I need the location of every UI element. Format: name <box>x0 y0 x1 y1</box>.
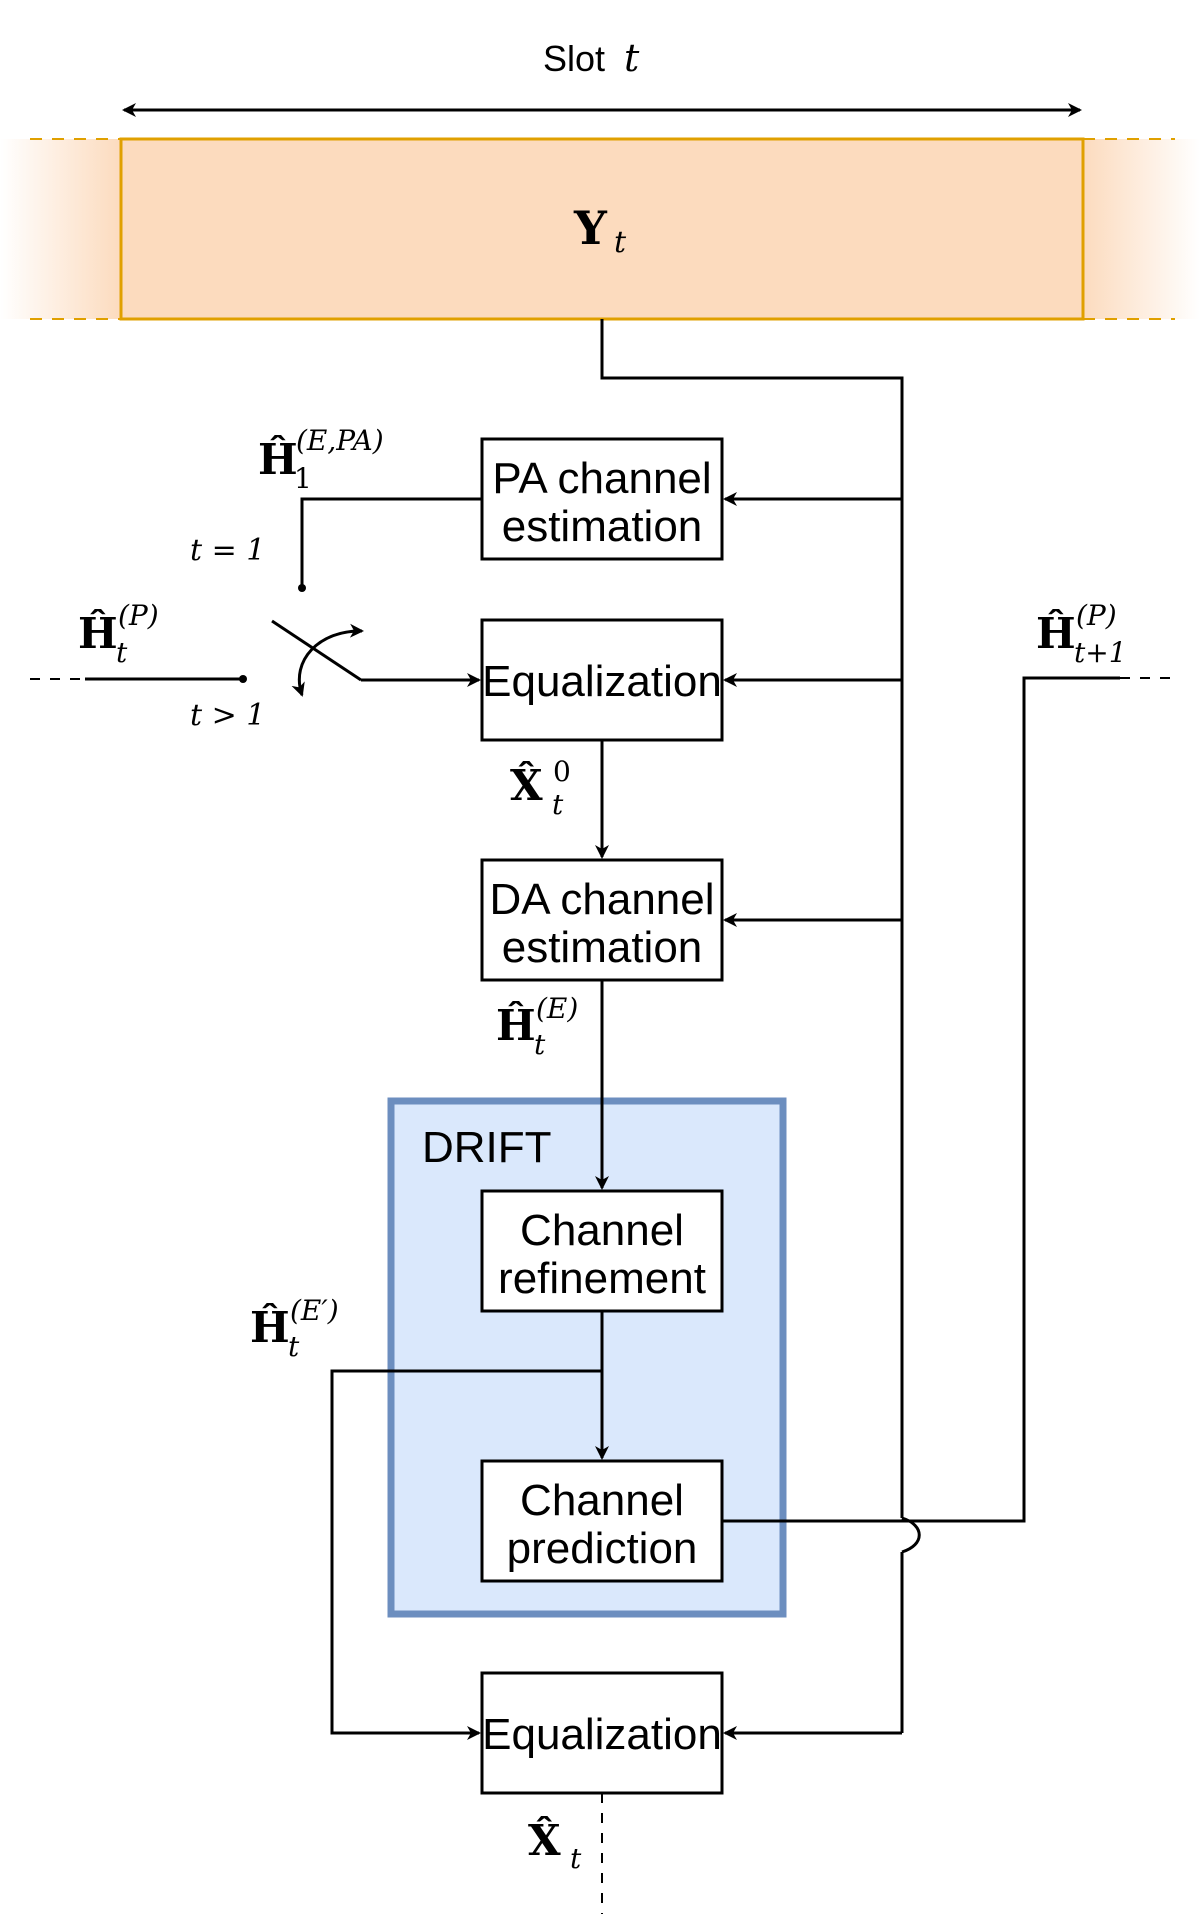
label-h-p-t: Ĥ t (P) <box>78 599 159 669</box>
label-h-eprime-t: Ĥ t (E′) <box>250 1294 339 1363</box>
block-da-channel-estimation: DA channel estimation <box>480 858 724 982</box>
label-h-e-t-sub: t <box>534 1028 546 1061</box>
label-h-e-t-base: Ĥ <box>496 1000 536 1050</box>
switch-rotation-arrow <box>291 623 364 697</box>
block-pa-channel-estimation: PA channel estimation <box>480 437 724 561</box>
refinement-label-line1: Channel <box>520 1206 684 1255</box>
label-h-e-t: Ĥ t (E) <box>496 992 578 1061</box>
prediction-label-line1: Channel <box>520 1476 684 1525</box>
label-h-epa-sub: 1 <box>294 462 312 495</box>
prediction-output-line <box>722 676 1120 1523</box>
slot-variable: t <box>624 36 640 80</box>
label-h-eprime-t-sub: t <box>288 1330 300 1363</box>
equalization-2-label: Equalization <box>482 1710 722 1759</box>
equalization-1-label: Equalization <box>482 657 722 706</box>
label-h-p-t-sub: t <box>116 636 128 669</box>
switch-contact-t1 <box>298 584 306 592</box>
switch-label-t1: t = 1 <box>190 533 265 568</box>
switch-lever <box>271 619 362 682</box>
label-h-p-t1-base: Ĥ <box>1036 608 1076 658</box>
drift-label: DRIFT <box>422 1123 552 1172</box>
label-x-t-sub: t <box>570 1842 582 1875</box>
label-x0-t-sup: 0 <box>553 755 571 788</box>
received-signal-subscript: t <box>614 225 627 260</box>
label-x0-t-base: X̂ <box>510 759 543 810</box>
label-h-p-t-sup: (P) <box>118 599 159 632</box>
refined-estimate-branch <box>330 1369 602 1740</box>
label-h-eprime-t-base: Ĥ <box>250 1302 290 1352</box>
label-h-epa-base: Ĥ <box>258 434 298 484</box>
label-h-e-t-sup: (E) <box>536 992 578 1025</box>
pa-estimation-label-line1: PA channel <box>492 454 711 503</box>
received-signal-symbol: Y <box>573 201 608 255</box>
switch-contact-t-gt-1 <box>239 675 247 683</box>
label-h-p-t1: Ĥ t+1 (P) <box>1036 599 1127 669</box>
refinement-label-line2: refinement <box>498 1254 706 1303</box>
block-channel-refinement: Channel refinement <box>480 1189 724 1313</box>
slot-label: Slot <box>543 38 605 79</box>
label-x0-t: X̂ t 0 <box>510 755 571 821</box>
prediction-label-line2: prediction <box>507 1524 698 1573</box>
pa-estimation-label-line2: estimation <box>502 502 703 551</box>
switch-label-t-gt-1: t > 1 <box>190 698 265 733</box>
label-x0-t-sub: t <box>552 788 564 821</box>
block-equalization-2: Equalization <box>480 1671 724 1795</box>
block-equalization-1: Equalization <box>480 618 724 742</box>
block-channel-prediction: Channel prediction <box>480 1459 724 1583</box>
label-h-eprime-t-sup: (E′) <box>290 1294 339 1327</box>
label-h-epa-sup: (E,PA) <box>296 424 384 457</box>
label-x-t-base: X̂ <box>528 1814 561 1865</box>
label-h-p-t1-sup: (P) <box>1076 599 1117 632</box>
da-estimation-label-line2: estimation <box>502 923 703 972</box>
label-h-epa: Ĥ 1 (E,PA) <box>258 424 384 495</box>
label-h-p-t1-sub: t+1 <box>1074 636 1127 669</box>
label-h-p-t-base: Ĥ <box>78 608 118 658</box>
pa-estimate-line <box>300 497 482 588</box>
da-estimation-label-line1: DA channel <box>489 875 714 924</box>
label-x-t: X̂ t <box>528 1814 582 1875</box>
